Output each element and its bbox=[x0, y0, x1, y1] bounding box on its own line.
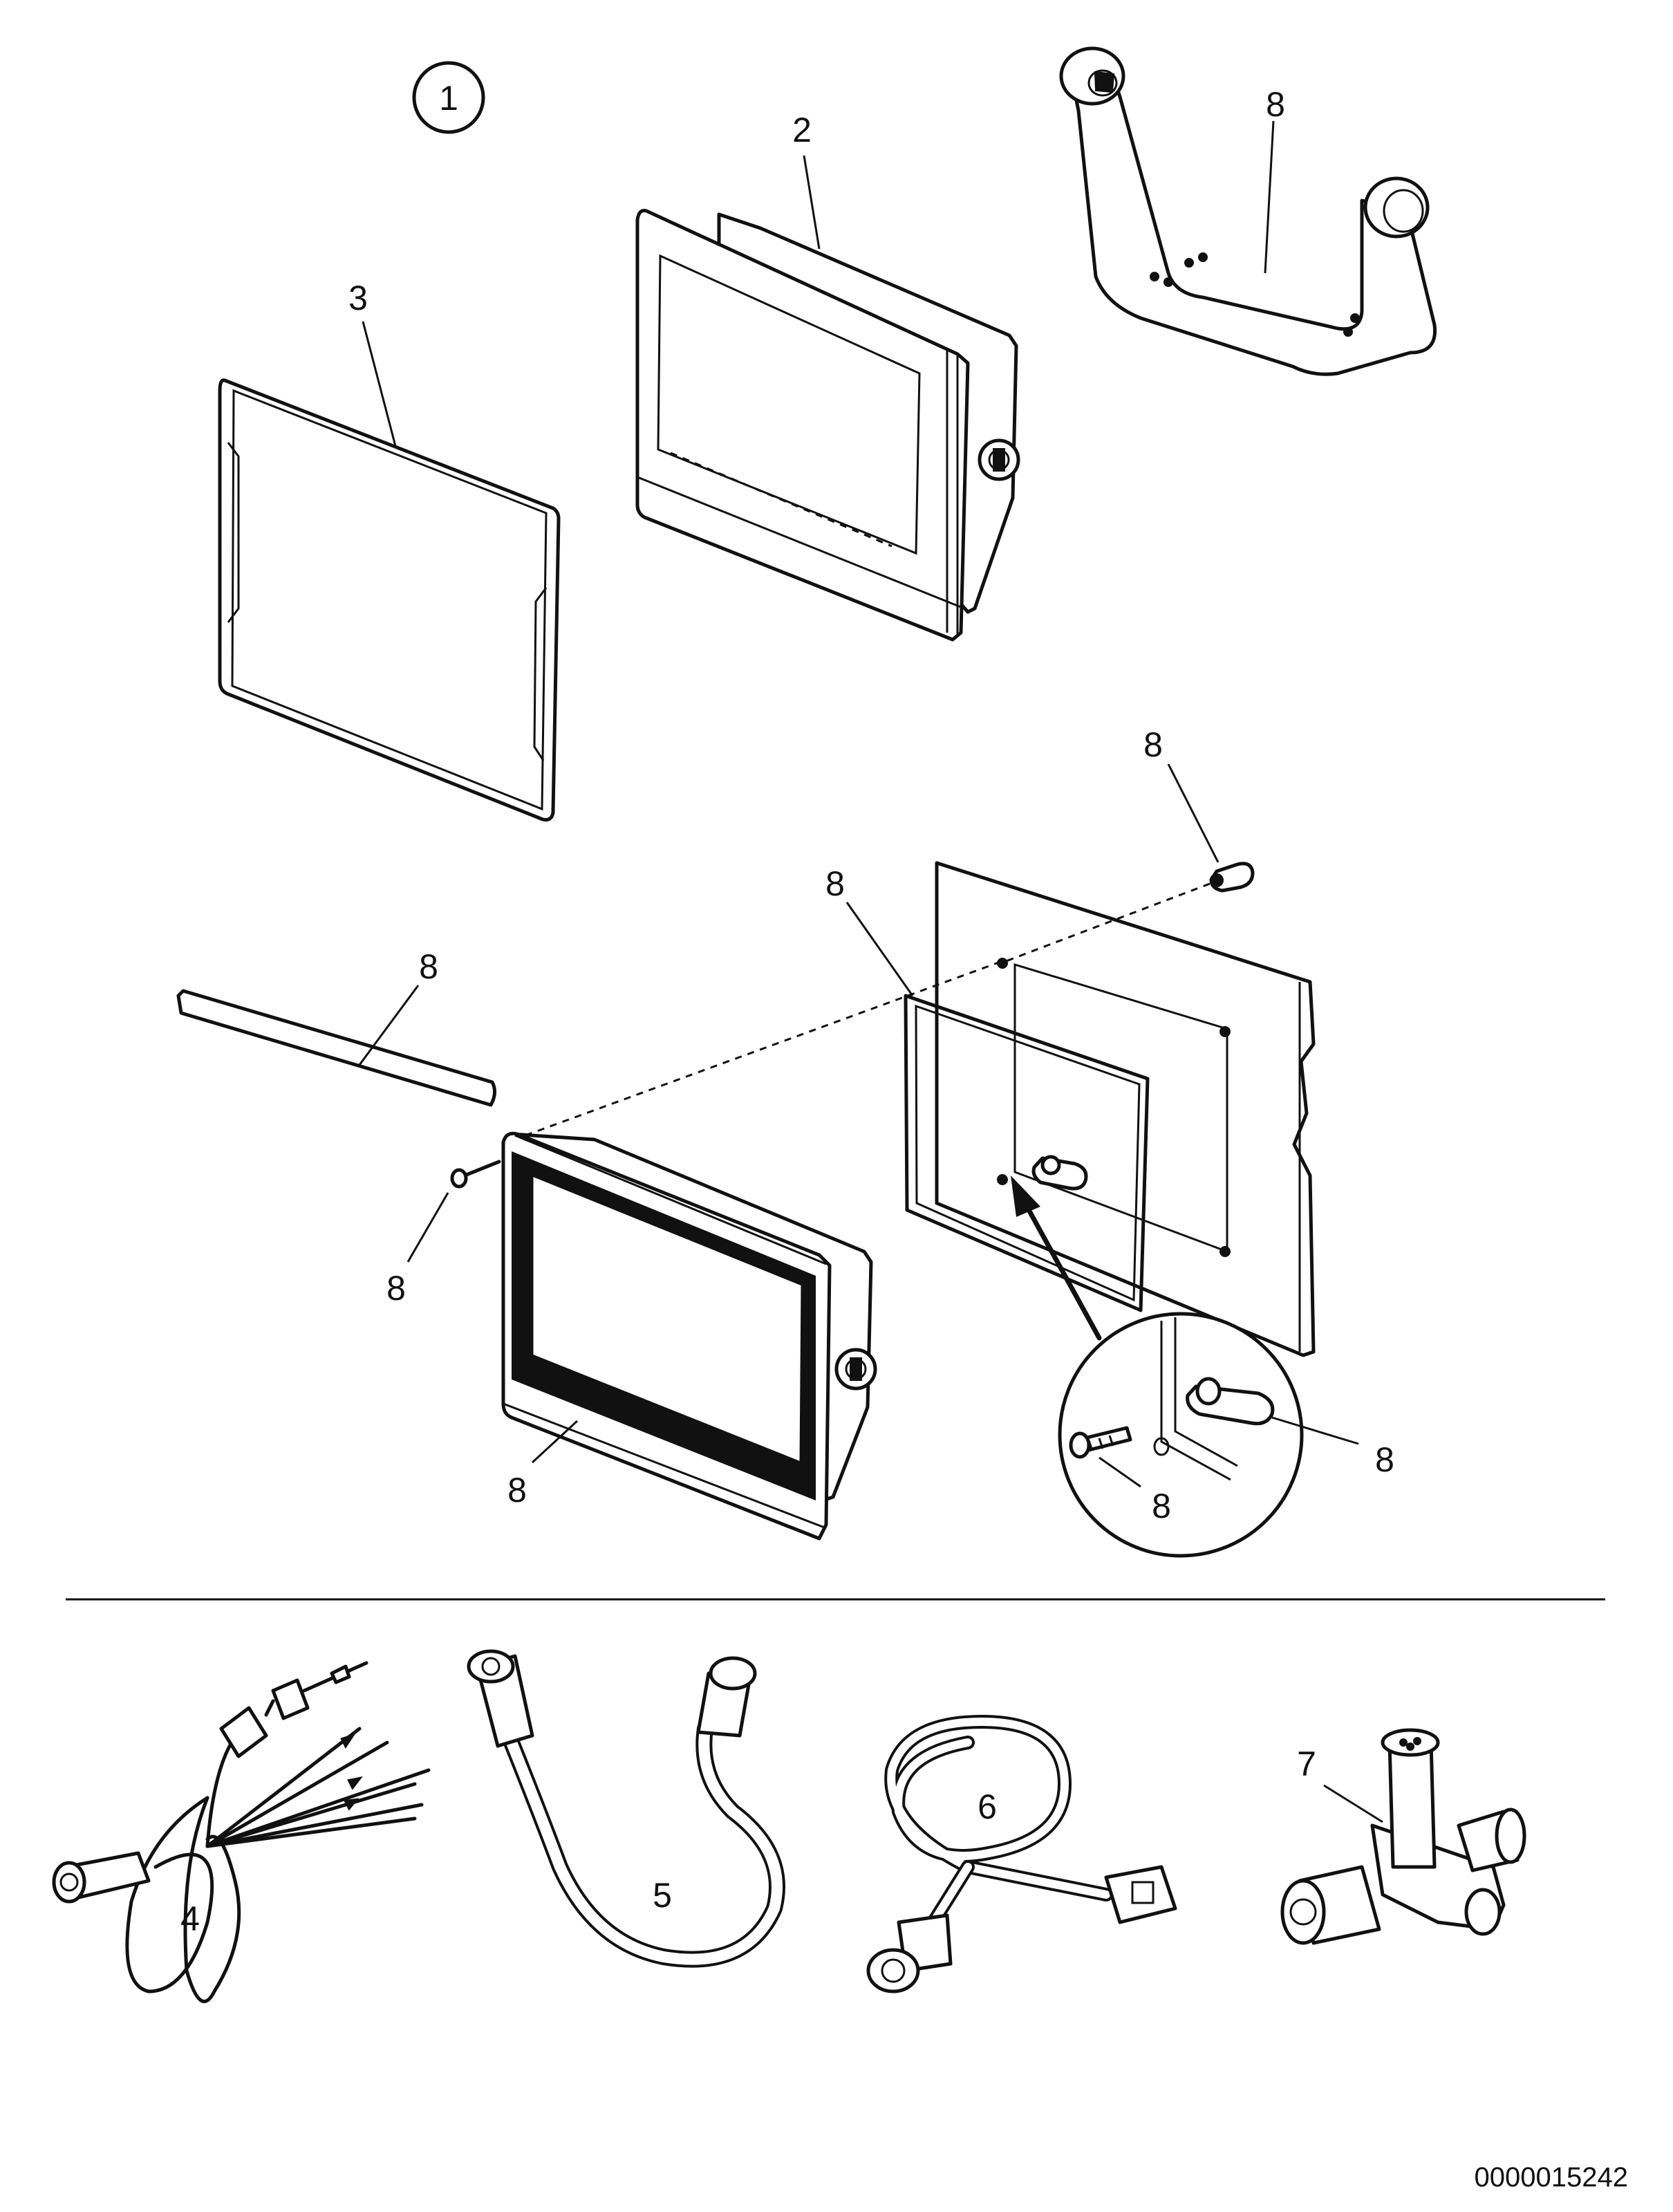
callout-cover: 3 bbox=[348, 279, 368, 317]
adapter-cable-part: 6 bbox=[866, 1715, 1177, 1993]
group-number: 1 bbox=[439, 79, 458, 118]
detail-view: 8 8 bbox=[1058, 1312, 1394, 1558]
document-number: 0000015242 bbox=[1475, 2162, 1628, 2193]
display-unit-part: 2 bbox=[635, 111, 1020, 642]
callout-power-cable: 4 bbox=[180, 1899, 200, 1938]
display-knob-icon bbox=[978, 438, 1020, 481]
callout-mounting-bracket: 8 bbox=[1266, 85, 1285, 124]
panel-stud-part: 8 bbox=[1143, 725, 1255, 893]
callout-tee-connector: 7 bbox=[1297, 1745, 1316, 1783]
trim-strip-part: 8 bbox=[176, 947, 496, 1107]
callout-trim-strip: 8 bbox=[419, 947, 438, 986]
callout-gasket: 8 bbox=[825, 864, 845, 903]
mounting-bracket-part: 8 bbox=[1059, 46, 1437, 376]
callout-flush-mount-front-panel: 8 bbox=[507, 1471, 527, 1509]
detail-arrow-icon bbox=[1011, 1175, 1102, 1341]
group-number-badge: 1 bbox=[412, 61, 485, 134]
mounting-panel-part bbox=[935, 861, 1316, 1357]
network-cable-part: 5 bbox=[467, 1649, 785, 1968]
callout-detail-screw: 8 bbox=[1152, 1487, 1171, 1525]
tee-connector-part: 7 bbox=[1280, 1728, 1526, 1945]
cover-part: 3 bbox=[218, 279, 561, 821]
callout-network-cable: 5 bbox=[653, 1876, 672, 1915]
flush-display-knob-icon bbox=[834, 1348, 877, 1391]
callout-front-screw: 8 bbox=[386, 1269, 406, 1308]
bracket-knob-right-icon bbox=[1363, 176, 1430, 239]
bracket-knob-left-icon bbox=[1059, 46, 1125, 106]
callout-detail-stud: 8 bbox=[1375, 1440, 1394, 1479]
power-cable-part: 4 bbox=[52, 1661, 431, 2003]
gasket-part: 8 bbox=[825, 864, 1150, 1312]
front-screw-part: 8 bbox=[386, 1160, 501, 1308]
callout-adapter-cable: 6 bbox=[978, 1787, 997, 1826]
callout-panel-stud: 8 bbox=[1143, 725, 1163, 764]
callout-display-unit: 2 bbox=[792, 111, 812, 149]
flush-mount-display-part: VOLVO PENTA 8 bbox=[501, 960, 1003, 1541]
